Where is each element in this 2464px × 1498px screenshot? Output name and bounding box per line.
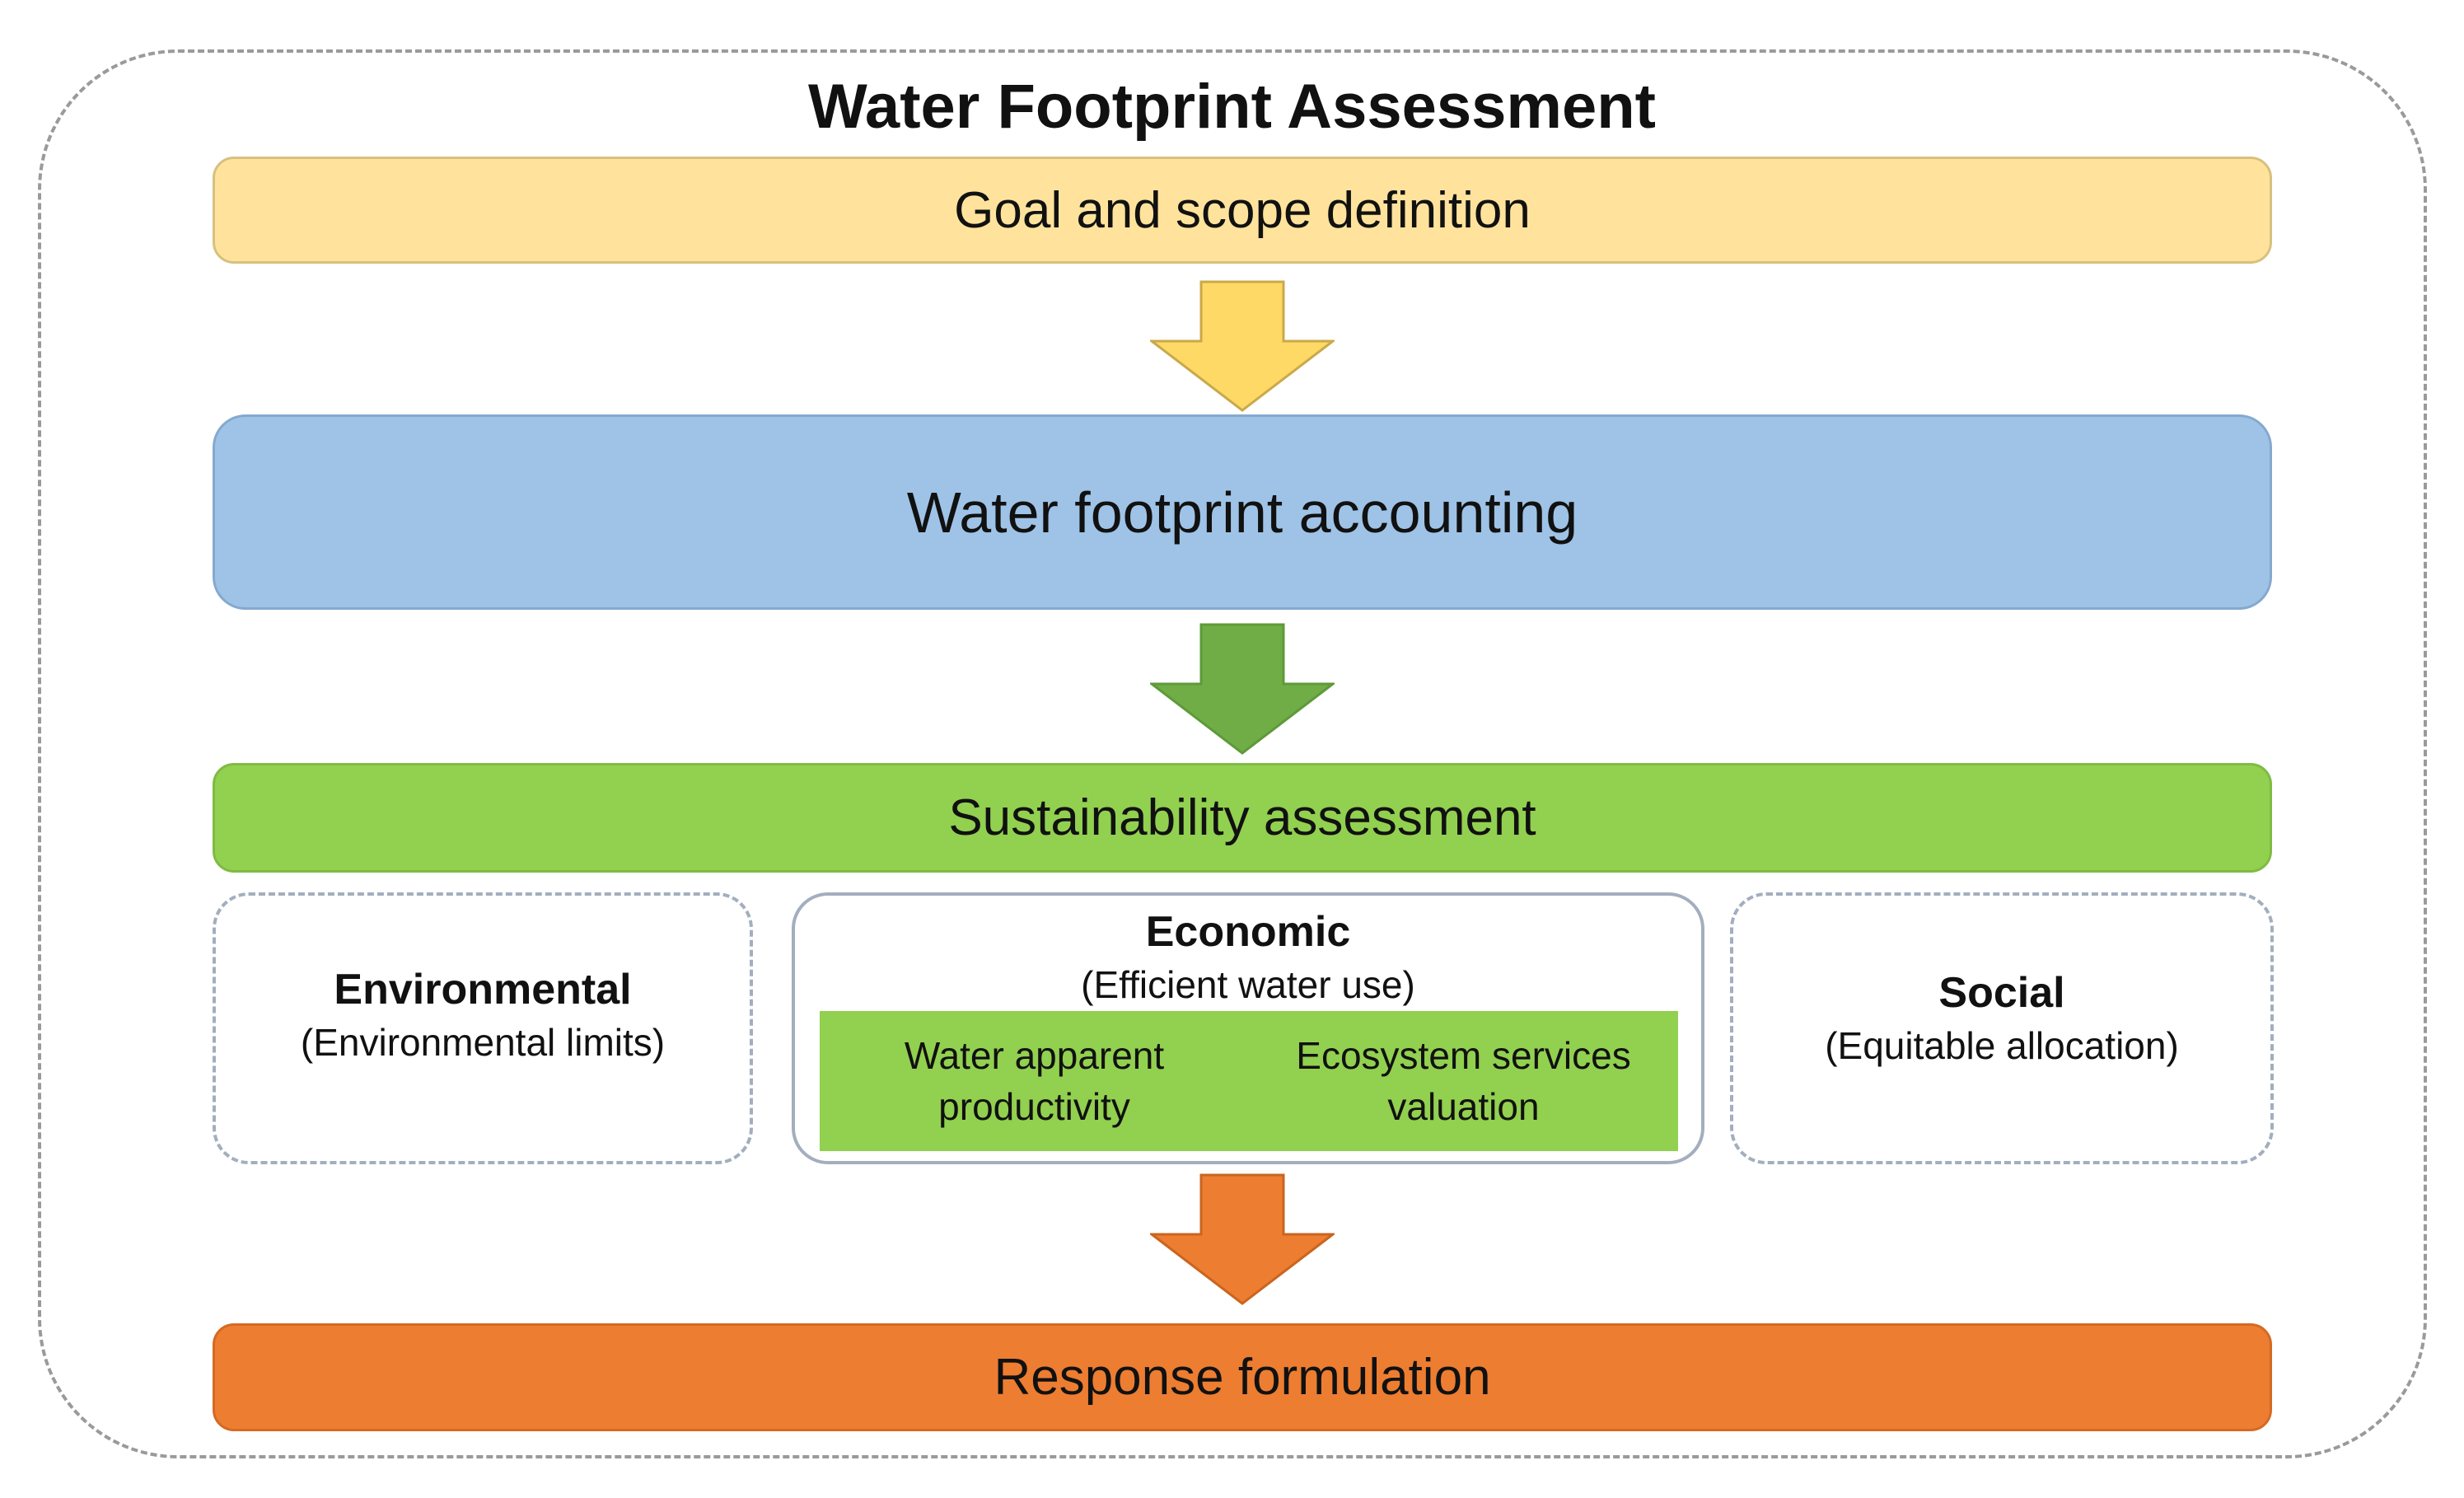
economic-subtitle: (Efficient water use) [1081, 963, 1415, 1006]
water-footprint-accounting-box: Water footprint accounting [213, 414, 2272, 610]
environmental-subtitle: (Environmental limits) [300, 1021, 666, 1064]
goal-scope-label: Goal and scope definition [954, 181, 1531, 239]
social-heading: Social [1938, 969, 2065, 1017]
water-apparent-productivity-label: Water apparent productivity [904, 1034, 1165, 1128]
social-box: Social (Equitable allocation) [1730, 892, 2274, 1164]
economic-heading: Economic [1145, 908, 1351, 956]
goal-scope-box: Goal and scope definition [213, 157, 2272, 264]
down-arrow-yellow-icon [1150, 280, 1335, 412]
environmental-box: Environmental (Environmental limits) [213, 892, 753, 1164]
response-label: Response formulation [994, 1349, 1491, 1406]
ecosystem-services-valuation-label: Ecosystem services valuation [1296, 1034, 1631, 1128]
down-arrow-orange-icon [1150, 1173, 1335, 1305]
diagram-title: Water Footprint Assessment [808, 72, 1656, 142]
environmental-heading: Environmental [334, 966, 632, 1013]
social-subtitle: (Equitable allocation) [1825, 1024, 2179, 1067]
economic-methods-panel: Water apparent productivity Ecosystem se… [820, 1011, 1678, 1151]
economic-box: Economic (Efficient water use) Water app… [792, 892, 1704, 1164]
accounting-label: Water footprint accounting [906, 480, 1578, 545]
sustainability-label: Sustainability assessment [948, 789, 1536, 846]
down-arrow-green-icon [1150, 623, 1335, 755]
sustainability-assessment-box: Sustainability assessment [213, 763, 2272, 873]
response-formulation-box: Response formulation [213, 1323, 2272, 1431]
outer-dashed-frame [38, 49, 2427, 1458]
